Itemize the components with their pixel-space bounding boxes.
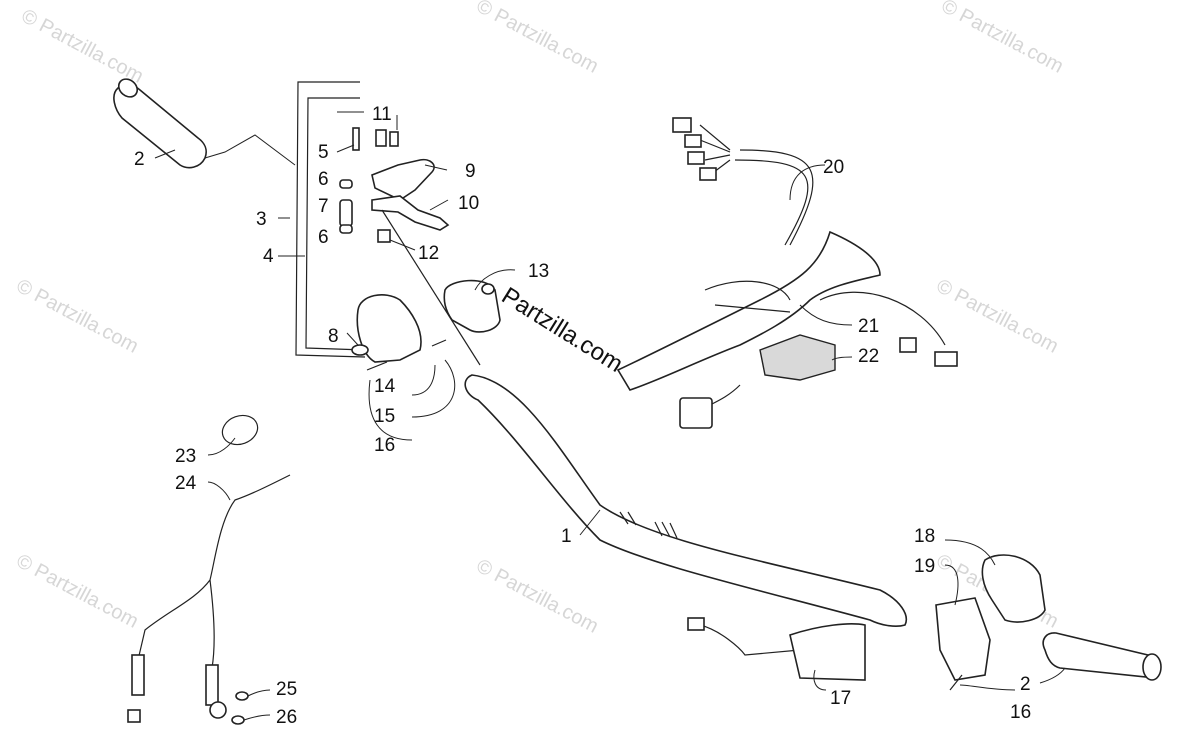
callout-4: 4 (263, 246, 274, 267)
callout-14: 14 (374, 376, 396, 397)
callout-11: 11 (372, 104, 392, 125)
callout-16-right: 16 (1010, 702, 1031, 723)
callout-7: 7 (318, 196, 329, 217)
callout-2-left-grip: 2 (134, 149, 145, 170)
callout-10: 10 (458, 193, 479, 214)
handlebar (464, 374, 907, 627)
left-grip (113, 78, 296, 169)
callout-6-upper: 6 (318, 169, 329, 190)
watermark: © Partzilla.com (473, 0, 602, 78)
callout-15: 15 (374, 406, 395, 427)
callout-17: 17 (830, 688, 851, 709)
callout-1: 1 (561, 526, 572, 547)
callout-9: 9 (465, 161, 476, 182)
watermark: © Partzilla.com (933, 275, 1062, 358)
leader-lines (154, 111, 1066, 721)
callout-25: 25 (276, 679, 297, 700)
bracket-lines (295, 81, 366, 358)
right-grip (1042, 632, 1162, 681)
callout-5: 5 (318, 142, 329, 163)
callout-20: 20 (823, 157, 844, 178)
callout-2-right-grip: 2 (1020, 674, 1031, 695)
wire-bracket (687, 617, 866, 681)
center-watermark: Partzilla.com (497, 282, 628, 378)
throttle-hardware (339, 127, 501, 371)
callout-13: 13 (528, 261, 549, 282)
callout-19: 19 (914, 556, 935, 577)
throttle-cable (127, 414, 291, 725)
callout-18: 18 (914, 526, 935, 547)
callout-8: 8 (328, 326, 339, 347)
callout-12: 12 (418, 243, 439, 264)
callout-16-left: 16 (374, 435, 395, 456)
callout-24: 24 (175, 473, 197, 494)
watermark: © Partzilla.com (13, 275, 142, 358)
callout-3: 3 (256, 209, 267, 230)
callout-6-lower: 6 (318, 227, 329, 248)
callout-26: 26 (276, 707, 297, 728)
watermark: © Partzilla.com (13, 550, 142, 633)
callout-labels: 1 2 2 3 4 5 6 7 6 8 9 10 11 12 13 14 15 … (134, 104, 1031, 728)
wiring-harness (616, 117, 958, 429)
watermark: © Partzilla.com (473, 555, 602, 638)
right-switch-housing (935, 554, 1046, 691)
callout-21: 21 (858, 316, 879, 337)
watermark: © Partzilla.com (18, 5, 147, 88)
callout-22: 22 (858, 346, 879, 367)
callout-23: 23 (175, 446, 196, 467)
watermark: © Partzilla.com (938, 0, 1067, 78)
